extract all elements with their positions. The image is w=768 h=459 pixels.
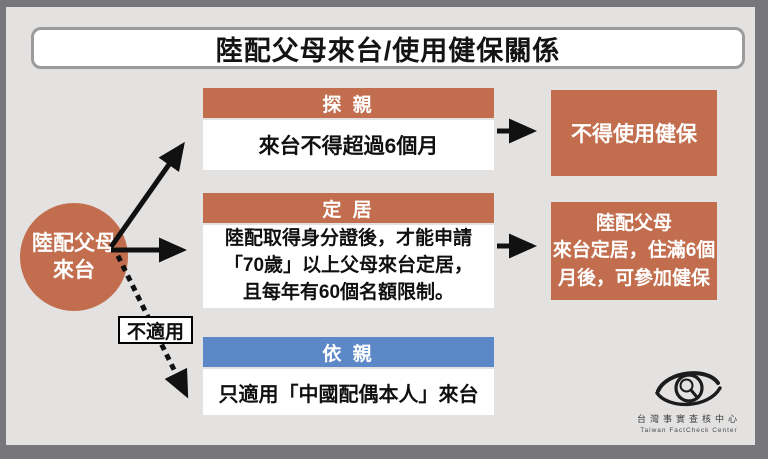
outcome2-line1: 陸配父母 [595,212,672,234]
branch-settle-line1: 陸配取得身分證後，才能申請 [224,228,472,250]
not-applicable-label: 不適用 [118,316,193,344]
logo-name-en: Taiwan FactCheck Center [640,427,738,434]
branch-visit-header: 探 親 [203,88,494,118]
outcome-no-insurance-text: 不得使用健保 [571,123,697,146]
branch-visit-body-text: 來台不得超過6個月 [258,135,439,158]
source-node-line1: 陸配父母 [32,231,116,255]
branch-settle-header: 定 居 [203,193,494,223]
source-node-line2: 來台 [53,259,95,282]
branch-dependent-header: 依 親 [203,337,494,367]
source-node-circle: 陸配父母 來台 [20,203,128,311]
branch-settle-line2: 「70歲」以上父母來台定居， [223,255,474,277]
outcome2-line2: 來台定居，住滿6個 [552,240,716,262]
outcome-no-insurance: 不得使用健保 [551,90,717,176]
branch-dependent-body-text: 只適用「中國配偶本人」來台 [218,383,479,406]
factcheck-eye-icon [655,371,722,407]
branch-dependent-body: 只適用「中國配偶本人」來台 [203,369,494,415]
logo-name-zh: 台灣事實查核中心 [636,414,741,424]
taiwan-factcheck-logo: 台灣事實查核中心 Taiwan FactCheck Center [634,365,744,439]
page-title: 陸配父母來台/使用健保關係 [31,27,745,69]
outcome2-line3: 月後，可參加健保 [557,267,710,289]
branch-visit-body: 來台不得超過6個月 [203,120,494,170]
outcome-insurance-after-6-months: 陸配父母 來台定居，住滿6個 月後，可參加健保 [551,202,717,300]
infographic-canvas: 陸配父母來台/使用健保關係 陸配父母 來台 探 親 來台不得超過6個月 定 居 … [6,7,755,445]
branch-settle-body: 陸配取得身分證後，才能申請 「70歲」以上父母來台定居， 且每年有60個名額限制… [203,225,494,308]
branch-settle-line3: 且每年有60個名額限制。 [242,281,455,303]
